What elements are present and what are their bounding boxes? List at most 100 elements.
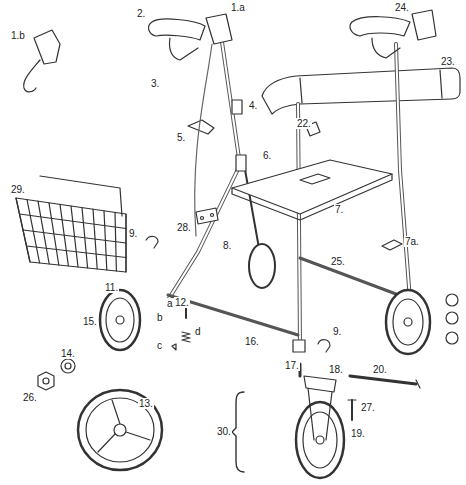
callout-number: 27. (360, 402, 376, 413)
bracket-28 (196, 208, 218, 224)
callout-number: 7a. (404, 236, 420, 247)
brake-hook (34, 30, 60, 64)
wheels (249, 244, 275, 288)
brake-hook (24, 30, 60, 92)
frame-tubes (396, 44, 410, 300)
callout-number: 23. (440, 56, 456, 67)
handle-left (206, 14, 232, 44)
basket (16, 176, 126, 272)
wheels (296, 402, 344, 478)
small-parts (65, 363, 71, 369)
callout-number: 8. (222, 240, 232, 251)
callout-number: 9. (128, 228, 138, 239)
wheels (86, 398, 154, 462)
handle-right (372, 38, 400, 58)
wheels (386, 290, 430, 354)
basket (16, 198, 126, 272)
small-parts (446, 332, 458, 344)
callout-number: 19. (350, 428, 366, 439)
backrest (300, 70, 442, 103)
bracket-28 (211, 214, 214, 217)
handle-left (195, 44, 212, 236)
callout-number: 9. (332, 326, 342, 337)
callout-number: 3. (150, 78, 160, 89)
wheels (116, 316, 124, 324)
frame-tubes (168, 42, 240, 300)
handle-right (350, 10, 436, 58)
seat (232, 122, 402, 250)
basket (40, 176, 122, 216)
basket (20, 214, 127, 229)
wheels (393, 299, 423, 345)
frame-tubes (396, 44, 410, 300)
callout-number: 17. (284, 360, 300, 371)
wheels (78, 390, 162, 470)
callout-number: 14. (60, 348, 76, 359)
small-parts (61, 359, 75, 373)
callout-number: a (166, 298, 174, 309)
callout-number: 29. (10, 184, 26, 195)
small-parts (446, 294, 458, 306)
frame-tubes (293, 340, 305, 352)
wheels (316, 436, 324, 444)
callout-number: 12. (174, 297, 190, 308)
backrest (262, 68, 460, 114)
wheels (100, 290, 140, 350)
frame-tubes (298, 104, 300, 345)
callout-number: 25. (330, 256, 346, 267)
wheels (404, 318, 412, 326)
callout-number: 28. (176, 222, 192, 233)
callout-number: 18. (328, 364, 344, 375)
handle-left (149, 19, 205, 40)
small-parts (146, 236, 158, 248)
callout-number: 24. (394, 2, 410, 13)
wheels (114, 424, 126, 436)
handle-right (350, 17, 410, 36)
frame-tubes (300, 258, 412, 300)
seat (300, 174, 330, 184)
wheels (78, 244, 430, 478)
small-parts (38, 372, 54, 390)
callout-number: 13. (138, 398, 154, 409)
small-parts (350, 376, 416, 384)
caster-fork (308, 388, 332, 440)
caster-fork (351, 400, 353, 420)
handle-left (149, 14, 232, 236)
callout-number: 4. (248, 100, 258, 111)
wheels (303, 412, 337, 468)
bracket-28 (201, 217, 204, 220)
basket (16, 198, 126, 272)
caster-fork (304, 376, 336, 392)
small-parts (416, 380, 420, 388)
small-parts (318, 340, 330, 352)
callout-number: 15. (82, 316, 98, 327)
handle-right (412, 10, 436, 40)
callout-number: 22. (296, 118, 312, 129)
small-parts (38, 236, 458, 472)
callout-number: 2. (136, 8, 146, 19)
handle-left (169, 38, 198, 60)
callout-number: 20. (372, 364, 388, 375)
frame-tubes (168, 42, 240, 300)
bracket-28 (196, 208, 218, 224)
frame-tubes (168, 42, 412, 352)
small-parts (43, 378, 49, 384)
callout-number: 5. (176, 132, 186, 143)
handle-left (188, 120, 214, 134)
callout-number: 26. (22, 392, 38, 403)
backrest (262, 68, 460, 114)
frame-tubes (298, 104, 300, 345)
callout-number: 7. (334, 204, 344, 215)
small-parts (172, 344, 176, 350)
wheels (106, 298, 134, 342)
basket (23, 230, 126, 243)
callout-number: 6. (262, 150, 272, 161)
frame-tubes (168, 295, 298, 335)
callout-number: 30. (216, 426, 232, 437)
brake-hook (24, 60, 40, 92)
small-parts (182, 332, 190, 342)
basket (27, 246, 127, 258)
frame-tubes (236, 155, 246, 171)
